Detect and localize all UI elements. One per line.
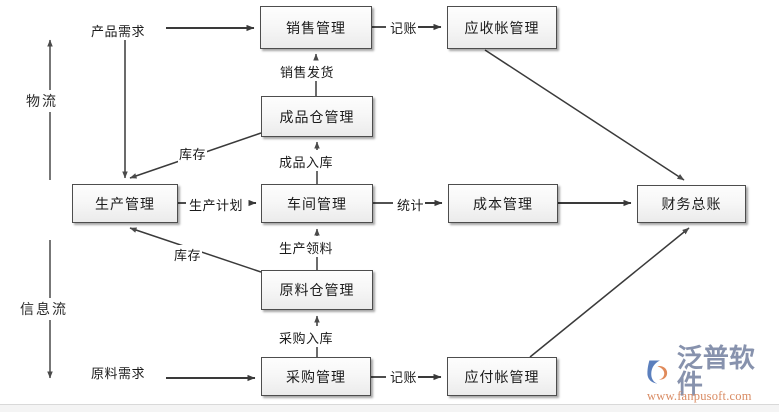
edge-label-sales-delivery: 销售发货	[279, 62, 336, 81]
edge-payable-to-gl	[529, 227, 690, 358]
flow-label-info-flow: 信息流	[18, 298, 70, 320]
edge-label-bookkeeping-payable: 记账	[389, 367, 419, 386]
node-production[interactable]: 生产管理	[72, 184, 178, 223]
flow-label-material-flow: 物流	[24, 90, 60, 112]
node-purchase[interactable]: 采购管理	[261, 357, 371, 396]
node-cost[interactable]: 成本管理	[448, 184, 558, 223]
edge-label-finished-inbound: 成品入库	[278, 152, 335, 171]
node-finished-warehouse[interactable]: 成品仓管理	[261, 96, 373, 137]
node-sales[interactable]: 销售管理	[260, 6, 372, 49]
edge-label-production-pick: 生产领料	[278, 238, 335, 257]
node-payable[interactable]: 应付帐管理	[447, 357, 557, 396]
node-workshop[interactable]: 车间管理	[261, 184, 373, 223]
edge-label-material-demand: 原料需求	[90, 363, 147, 382]
node-general-ledger[interactable]: 财务总账	[637, 185, 746, 223]
edge-label-purchase-inbound: 采购入库	[278, 328, 335, 347]
node-receivable[interactable]: 应收帐管理	[447, 6, 557, 49]
edge-label-statistics: 统计	[396, 195, 426, 214]
bottom-divider	[0, 404, 779, 405]
edge-label-bookkeeping-receivable: 记账	[389, 18, 419, 37]
edge-receivable-to-gl	[484, 49, 685, 181]
edge-label-stock-material: 库存	[173, 245, 203, 264]
edge-label-stock-finished: 库存	[178, 144, 208, 163]
node-material-warehouse[interactable]: 原料仓管理	[261, 270, 373, 310]
bottom-band	[0, 405, 779, 412]
edge-label-production-plan: 生产计划	[188, 195, 245, 214]
edge-label-product-demand: 产品需求	[90, 21, 147, 40]
